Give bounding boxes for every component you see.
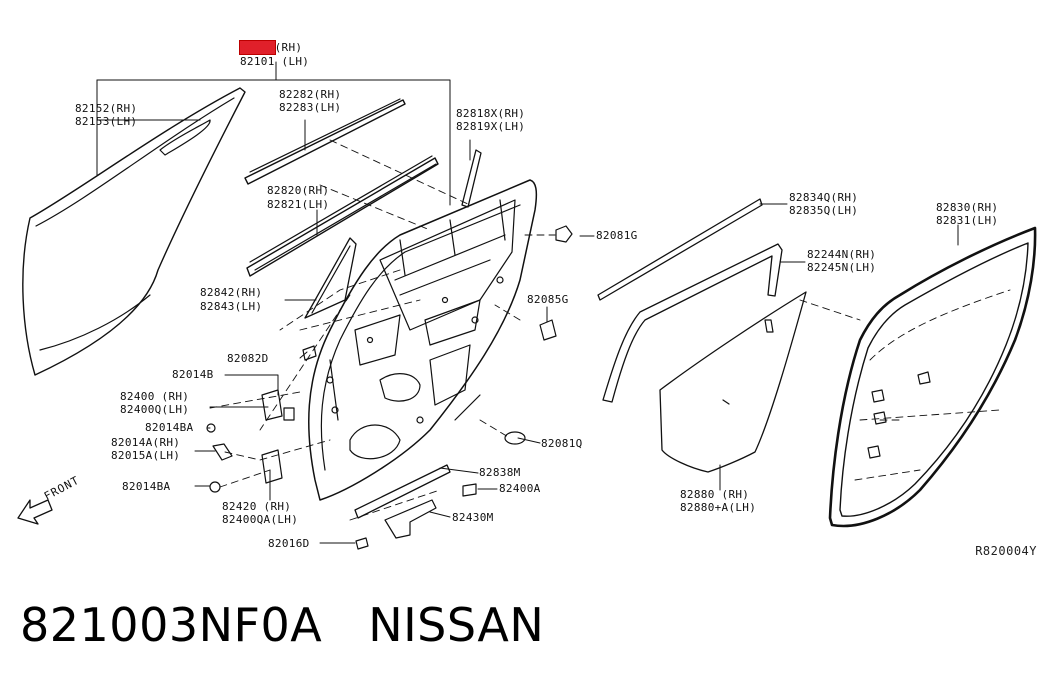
fasteners (206, 225, 573, 550)
callout-82014b: 82014B (172, 368, 214, 381)
brand-name: NISSAN (368, 598, 545, 652)
callout-82400a: 82400A (499, 482, 541, 495)
callout-82400qa-lh: 82400QA(LH) (222, 513, 299, 526)
callout-82838m: 82838M (479, 466, 521, 479)
callout-82282-rh: 82282(RH) (279, 88, 342, 101)
callout-82819x-lh: 82819X(LH) (456, 120, 526, 133)
callout-82014ba-1: 82014BA (145, 421, 194, 434)
callout-82014ba-2: 82014BA (122, 480, 171, 493)
part-number: 821003NF0A (20, 598, 323, 652)
callout-82420-rh: 82420 (RH) (222, 500, 292, 513)
callout-82081q: 82081Q (541, 437, 583, 450)
callout-82821-lh: 82821(LH) (267, 198, 330, 211)
callout-82831-lh: 82831(LH) (936, 214, 999, 227)
callout-82843-lh: 82843(LH) (200, 300, 263, 313)
callout-82400-rh: 82400 (RH) (120, 390, 190, 403)
lower-weatherstrip-part (354, 464, 451, 519)
callout-82085g: 82085G (527, 293, 569, 306)
highlighted-part-number[interactable]: 82100 (239, 40, 276, 55)
callout-82834q-rh: 82834Q(RH) (789, 191, 859, 204)
door-inner-panel-part (308, 179, 538, 501)
callout-82082d: 82082D (227, 352, 269, 365)
callout-82152-rh: 82152(RH) (75, 102, 138, 115)
door-check-part (384, 499, 437, 539)
callout-82016d: 82016D (268, 537, 310, 550)
door-glass-part (659, 291, 807, 473)
sash-trim-part (461, 149, 482, 208)
callout-82830-rh: 82830(RH) (936, 201, 999, 214)
outer-moulding-part (244, 98, 406, 185)
footer-caption: 821003NF0A NISSAN (20, 598, 544, 652)
callout-82283-lh: 82283(LH) (279, 101, 342, 114)
leader-lines (96, 61, 959, 544)
callout-82015a-lh: 82015A(LH) (111, 449, 181, 462)
callout-82101-lh: 82101 (LH) (240, 55, 310, 68)
callout-82245n-lh: 82245N(LH) (807, 261, 877, 274)
diagram-code: R820004Y (975, 544, 1037, 558)
callout-82244n-rh: 82244N(RH) (807, 248, 877, 261)
callout-82400q-lh: 82400Q(LH) (120, 403, 190, 416)
callout-82842-rh: 82842(RH) (200, 286, 263, 299)
callout-82100-rh: 82100(RH) (239, 40, 303, 55)
front-arrow-icon (17, 499, 53, 525)
callout-82014a-rh: 82014A(RH) (111, 436, 181, 449)
callout-82880a-lh: 82880+A(LH) (680, 501, 757, 514)
glass-run-channel-part (602, 243, 783, 403)
callout-82835q-lh: 82835Q(LH) (789, 204, 859, 217)
callout-82081g: 82081G (596, 229, 638, 242)
door-weatherstrip-part (828, 226, 1037, 528)
callout-82430m: 82430M (452, 511, 494, 524)
belt-weatherstrip-part (246, 155, 439, 277)
inner-sash-strip-part (597, 198, 763, 301)
corner-garnish-part (304, 237, 357, 319)
callout-82820-rh: 82820(RH) (267, 184, 330, 197)
callout-82153-lh: 82153(LH) (75, 115, 138, 128)
callout-82880-rh: 82880 (RH) (680, 488, 750, 501)
callout-82818x-rh: 82818X(RH) (456, 107, 526, 120)
door-outer-skin-part (22, 87, 246, 376)
